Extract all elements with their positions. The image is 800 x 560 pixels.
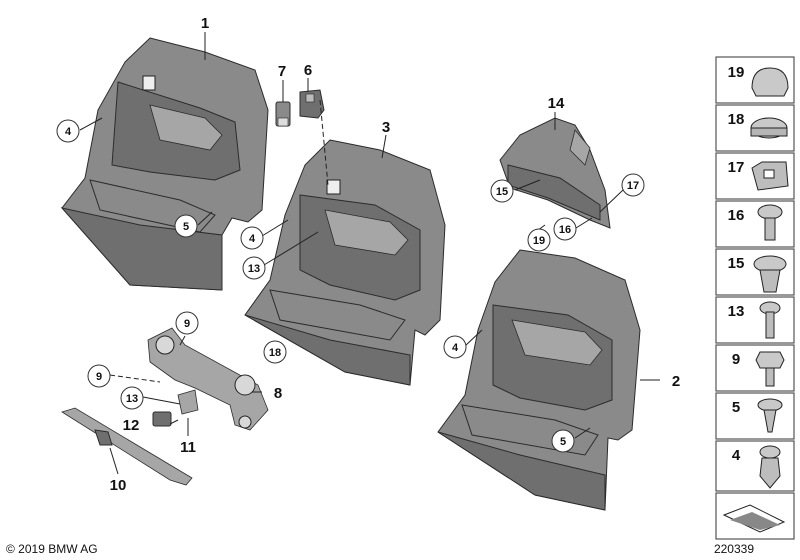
screw-16-icon: [757, 204, 783, 241]
svg-text:19: 19: [533, 235, 545, 247]
trim-panel-1[interactable]: [60, 37, 269, 291]
callout-18: 18: [263, 340, 287, 364]
fastener-label-18: 18: [728, 111, 745, 128]
svg-text:4: 4: [452, 342, 459, 354]
svg-text:13: 13: [126, 393, 138, 405]
callout-2: 2: [672, 373, 680, 390]
svg-text:18: 18: [269, 347, 281, 359]
callout-19: 19: [527, 228, 551, 252]
svg-text:16: 16: [559, 224, 571, 236]
trim-panel-3[interactable]: [244, 139, 446, 386]
callout-labels: 1 3 2 7 6 14 8 12 11 10: [110, 15, 681, 494]
callout-4a: 4: [56, 119, 80, 143]
callout-13b: 13: [120, 386, 144, 410]
fastener-label-13: 13: [728, 303, 745, 320]
callout-10: 10: [110, 477, 127, 494]
callout-17: 17: [621, 173, 645, 197]
callout-14: 14: [548, 95, 565, 112]
circled-callouts: 4 5 4 13 18 15 16 17 19 4 5 9 9 13: [56, 119, 645, 453]
bolt-13-icon: [759, 301, 781, 339]
cap-18-icon: [750, 117, 788, 139]
fastener-label-19: 19: [728, 64, 745, 81]
fastener-label-16: 16: [728, 207, 745, 224]
fastener-label-17: 17: [728, 159, 745, 176]
leader-lines: [79, 32, 660, 475]
trim-panel-2[interactable]: [437, 249, 641, 511]
callout-4c: 4: [443, 335, 467, 359]
callout-5a: 5: [174, 214, 198, 238]
fastener-label-15: 15: [728, 255, 745, 272]
svg-text:4: 4: [249, 233, 256, 245]
square-nut-17-icon: [751, 161, 789, 191]
callout-9b: 9: [87, 364, 111, 388]
clip-15-icon: [753, 255, 787, 293]
callout-13a: 13: [242, 256, 266, 280]
callout-6: 6: [304, 62, 312, 79]
callout-9a: 9: [175, 311, 199, 335]
fastener-column: 19 18 17 16 15 13 9 5 4: [715, 56, 795, 540]
svg-text:15: 15: [496, 186, 508, 198]
svg-text:13: 13: [248, 263, 260, 275]
svg-text:17: 17: [627, 180, 639, 192]
cover-part-14[interactable]: [499, 117, 611, 229]
bracket-part-8[interactable]: [147, 327, 269, 431]
copyright-text: © 2019 BMW AG: [6, 542, 98, 556]
callout-12: 12: [123, 417, 140, 434]
fastener-label-4: 4: [732, 447, 741, 464]
callout-8: 8: [274, 385, 282, 402]
hex-bolt-9-icon: [755, 351, 785, 387]
svg-text:5: 5: [183, 221, 189, 233]
push-clip-5-icon: [757, 398, 783, 433]
callout-7: 7: [278, 63, 286, 80]
cap-19-icon: [751, 67, 789, 97]
rivet-4-icon: [759, 445, 781, 489]
clip-part-12[interactable]: [152, 411, 172, 427]
diagram-number: 220339: [713, 542, 754, 556]
callout-3: 3: [382, 119, 390, 136]
callout-1: 1: [201, 15, 209, 32]
callout-11: 11: [180, 439, 196, 456]
svg-text:9: 9: [96, 371, 102, 383]
bracket-part-6[interactable]: [299, 89, 325, 119]
clip-part-7[interactable]: [275, 101, 291, 127]
callout-4b: 4: [240, 226, 264, 250]
svg-text:9: 9: [184, 318, 190, 330]
svg-text:5: 5: [560, 436, 566, 448]
callout-15: 15: [490, 179, 514, 203]
assembly-arrow-icon: [722, 504, 786, 533]
svg-text:4: 4: [65, 126, 72, 138]
callout-16: 16: [553, 217, 577, 241]
fastener-label-9: 9: [732, 351, 740, 368]
callout-5b: 5: [551, 429, 575, 453]
rail-part-10[interactable]: [61, 407, 193, 486]
fastener-label-5: 5: [732, 399, 740, 416]
